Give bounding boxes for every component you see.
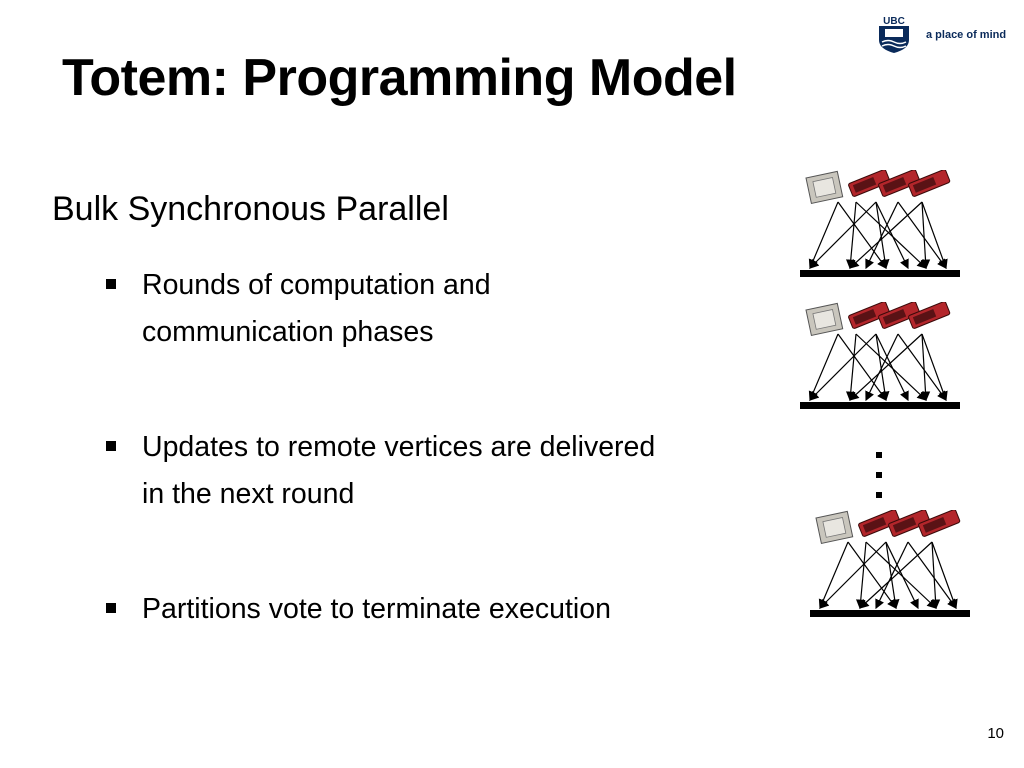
message-arrow: [808, 201, 839, 270]
message-arrow: [855, 541, 867, 610]
message-arrow: [920, 201, 931, 270]
message-arrow: [818, 541, 849, 610]
sync-barrier: [810, 610, 970, 617]
message-arrow: [809, 201, 877, 269]
gpu-card-icon: [908, 170, 951, 197]
cpu-icon: [805, 302, 844, 337]
slide-title: Totem: Programming Model: [62, 49, 737, 107]
message-arrow: [920, 333, 931, 402]
bsp-round: [808, 510, 978, 630]
message-arrow: [875, 333, 890, 402]
ubc-logo-text: UBC: [883, 16, 905, 27]
slide-subtitle: Bulk Synchronous Parallel: [52, 190, 449, 228]
bullet-item: Updates to remote vertices are delivered…: [104, 424, 684, 518]
message-arrow: [885, 541, 919, 610]
bsp-diagram: [790, 170, 980, 640]
message-arrow: [921, 201, 948, 270]
message-arrow: [897, 201, 947, 269]
message-arrow: [865, 333, 899, 402]
message-arrow: [875, 201, 909, 270]
bsp-round-svg: [800, 302, 960, 409]
gpu-card-icon: [858, 510, 901, 537]
message-arrow: [921, 333, 948, 402]
bullet-list: Rounds of computation and communication …: [104, 262, 684, 633]
message-arrow: [809, 333, 877, 401]
message-arrow: [865, 541, 937, 609]
message-arrow: [849, 201, 923, 269]
bullet-item: Rounds of computation and communication …: [104, 262, 684, 356]
bsp-round-svg: [810, 510, 970, 617]
message-arrow: [847, 541, 897, 609]
gpu-card-icon: [888, 510, 931, 537]
bullet-item: Partitions vote to terminate execution: [104, 586, 684, 633]
message-arrow: [808, 333, 839, 402]
gpu-card-icon: [918, 510, 961, 537]
cpu-icon: [815, 510, 854, 545]
message-arrow: [855, 333, 927, 401]
page-number: 10: [987, 725, 1004, 742]
bullet-text: Rounds of computation and communication …: [142, 269, 491, 348]
message-arrow: [931, 541, 958, 610]
message-arrow: [907, 541, 957, 609]
square-bullet-icon: [106, 441, 116, 451]
cpu-icon: [805, 170, 844, 205]
square-bullet-icon: [106, 279, 116, 289]
message-arrow: [845, 333, 857, 402]
gpu-card-icon: [878, 302, 921, 329]
bsp-round-svg: [800, 170, 960, 277]
message-arrow: [855, 201, 927, 269]
message-arrow: [859, 541, 933, 609]
message-arrow: [885, 541, 900, 610]
message-arrow: [875, 541, 909, 610]
gpu-card-icon: [908, 302, 951, 329]
bullet-text: Updates to remote vertices are delivered…: [142, 431, 656, 510]
bsp-round: [798, 170, 968, 290]
ellipsis-dot: [876, 452, 882, 458]
message-arrow: [930, 541, 941, 610]
logo-tagline: a place of mind: [926, 29, 1007, 41]
bsp-round: [798, 302, 968, 422]
message-arrow: [865, 201, 899, 270]
message-arrow: [845, 201, 857, 270]
square-bullet-icon: [106, 603, 116, 613]
ubc-logo: UBC a place of mind: [876, 14, 1016, 56]
message-arrow: [897, 333, 947, 401]
message-arrow: [837, 333, 887, 401]
sync-barrier: [800, 402, 960, 409]
ubc-crest-icon: UBC: [876, 14, 912, 54]
gpu-card-icon: [848, 170, 891, 197]
ellipsis-dot: [876, 472, 882, 478]
message-arrow: [819, 541, 887, 609]
ellipsis-dot: [876, 492, 882, 498]
message-arrow: [837, 201, 887, 269]
message-arrow: [875, 333, 909, 402]
gpu-card-icon: [848, 302, 891, 329]
message-arrow: [875, 201, 890, 270]
bullet-text: Partitions vote to terminate execution: [142, 593, 611, 625]
sync-barrier: [800, 270, 960, 277]
gpu-card-icon: [878, 170, 921, 197]
message-arrow: [849, 333, 923, 401]
